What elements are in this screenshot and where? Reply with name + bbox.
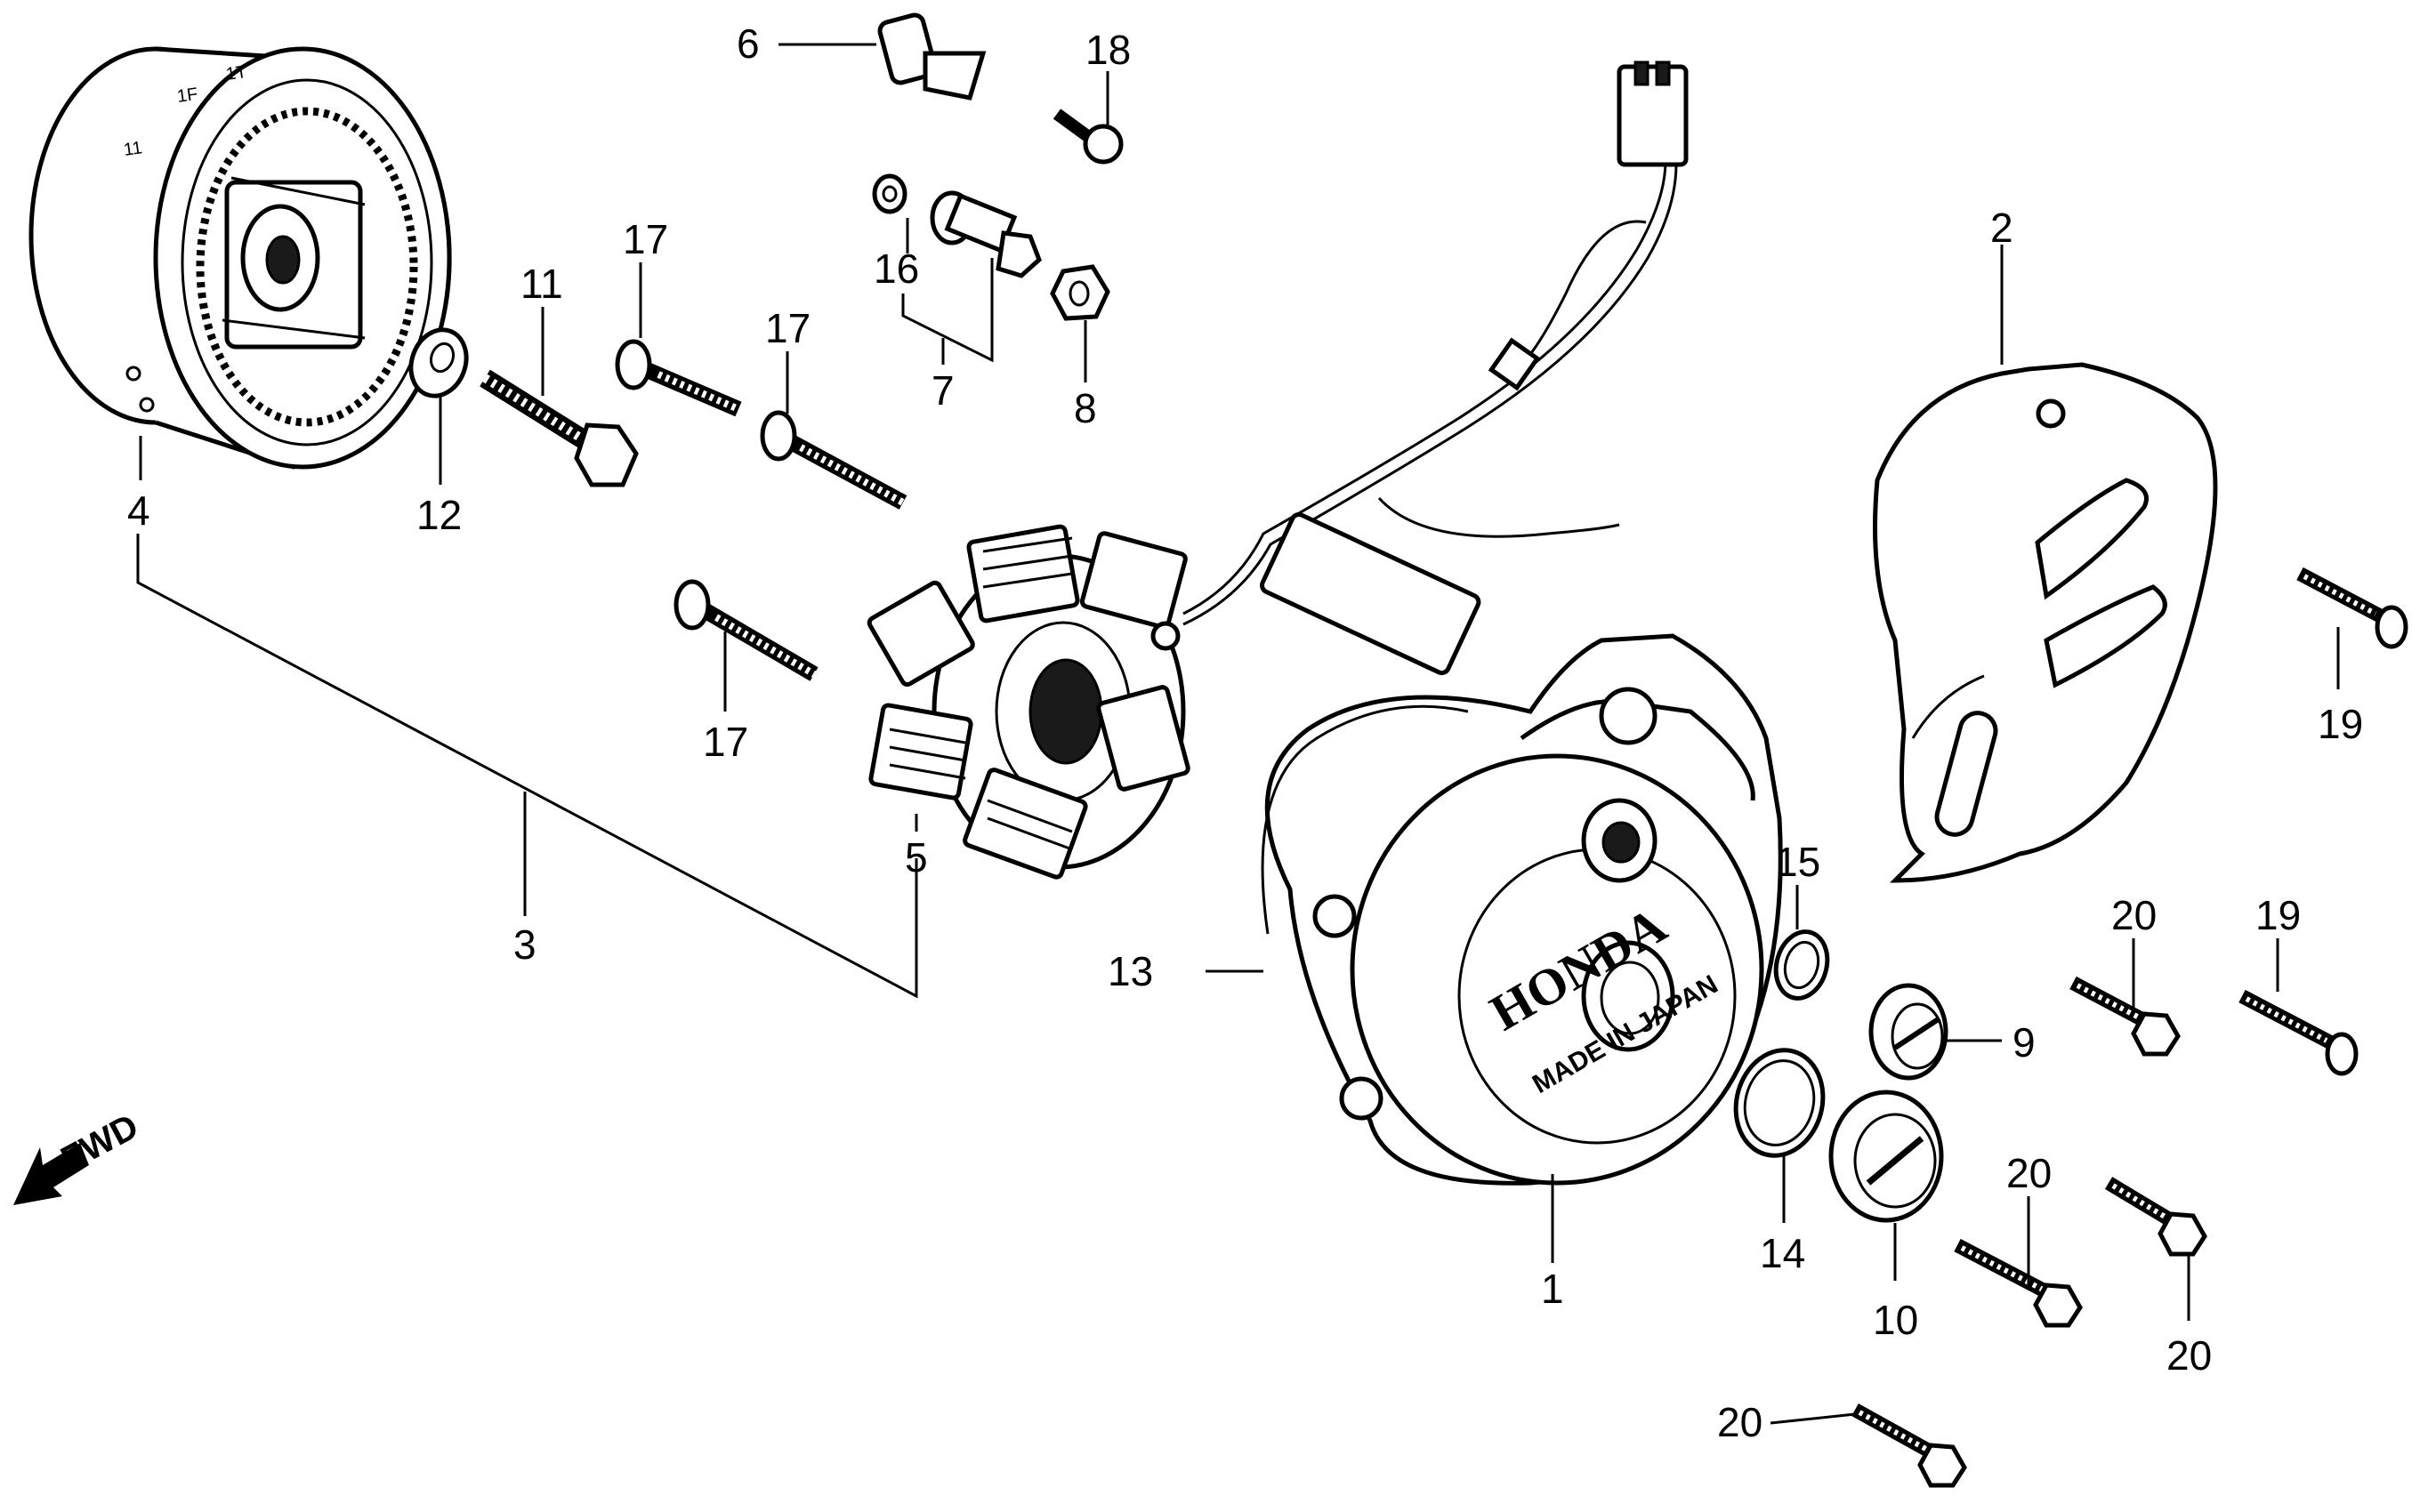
callout-18: 18 (1085, 27, 1131, 73)
o-ring-15 (1773, 929, 1830, 1001)
rotor-mark-11: 11 (123, 138, 144, 160)
callout-7: 7 (932, 367, 955, 414)
cover-bolt-19-lower (2238, 989, 2359, 1076)
forward-arrow-icon (13, 1143, 89, 1205)
callout-1: 1 (1541, 1266, 1564, 1312)
stator-bolt-17-upper-left (615, 339, 742, 417)
o-ring-16 (872, 173, 907, 214)
rotor-bearing-ring (196, 107, 418, 427)
flywheel-rotor: 11 1F 1T (28, 46, 452, 470)
callout-19b: 19 (2255, 892, 2301, 938)
rotor-mark-1t: 1T (225, 62, 248, 84)
forward-direction-indicator: FWD (13, 1106, 145, 1205)
callout-4: 4 (127, 487, 150, 534)
callout-17b: 17 (765, 305, 811, 351)
callout-16: 16 (874, 245, 919, 292)
stator-bolt-17-upper-right (760, 410, 907, 510)
callout-5: 5 (905, 834, 928, 881)
cover-bolt-20-right (1954, 1238, 2083, 1328)
cover-bolt-19-upper (2296, 567, 2408, 649)
callout-20d: 20 (1717, 1399, 1762, 1445)
callout-20a: 20 (2111, 892, 2157, 938)
callout-8: 8 (1074, 385, 1097, 431)
washer-12 (408, 327, 469, 398)
rotor-bolt-11 (480, 369, 639, 487)
callout-3: 3 (513, 921, 536, 968)
callout-2: 2 (1990, 205, 2013, 251)
sprocket-cover (1873, 362, 2218, 883)
callout-15: 15 (1775, 839, 1820, 885)
wire-clip-6 (877, 12, 987, 101)
pickup-coil (1260, 512, 1481, 676)
callout-13: 13 (1108, 948, 1153, 994)
callout-9: 9 (2013, 1019, 2036, 1066)
timing-plug-9 (1868, 983, 1948, 1081)
callout-17c: 17 (703, 719, 748, 765)
fwd-label: FWD (55, 1106, 145, 1179)
stator-assembly (867, 524, 1190, 880)
callout-14: 14 (1760, 1230, 1805, 1276)
stator-bolt-17-lower (674, 579, 819, 681)
crankshaft-plug-10 (1828, 1090, 1944, 1223)
callout-19a: 19 (2318, 701, 2363, 747)
leader-lines (136, 43, 2340, 1425)
rotor-mark-1f: 1F (176, 84, 199, 107)
callout-20c: 20 (2166, 1332, 2212, 1379)
callout-11: 11 (520, 261, 563, 307)
callout-20b: 20 (2006, 1150, 2052, 1196)
callout-17a: 17 (623, 216, 668, 262)
neutral-switch-7 (930, 190, 1042, 278)
cover-bolt-20-mid (2104, 1177, 2207, 1257)
o-ring-14 (1733, 1048, 1826, 1158)
callout-6: 6 (737, 20, 760, 67)
left-crankcase-cover: HONDA MADE IN JAPAN (1261, 633, 1783, 1186)
wire-connector (1617, 64, 1689, 167)
cover-bolt-20-bottom (1851, 1403, 1967, 1488)
callout-12: 12 (416, 492, 462, 538)
wire-harness (1182, 60, 1689, 676)
cover-bolt-20-upper (2069, 976, 2181, 1057)
screw-18 (1053, 109, 1124, 165)
nut-8 (1050, 264, 1110, 321)
callout-numbers: 1 2 3 4 5 6 7 8 9 10 11 12 13 14 15 16 1… (127, 20, 2363, 1445)
callout-10: 10 (1873, 1297, 1918, 1343)
